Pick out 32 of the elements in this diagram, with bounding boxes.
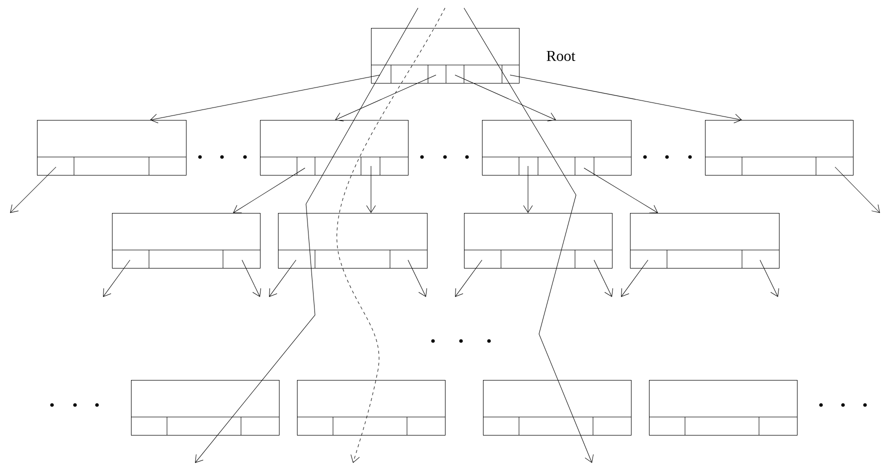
arrow	[523, 166, 533, 213]
arrow	[455, 260, 482, 297]
arrow	[408, 260, 428, 297]
arrow	[594, 260, 614, 297]
arrow	[242, 260, 262, 297]
node-caption: Root	[546, 51, 576, 61]
arrow	[10, 166, 56, 213]
arrow	[269, 260, 296, 297]
tree-node-box	[112, 213, 260, 268]
arrow	[621, 260, 648, 297]
tree-node-box	[630, 213, 780, 268]
tree-node-box	[482, 380, 632, 436]
arrow	[103, 260, 130, 297]
arrow	[760, 260, 780, 297]
tree-node-box	[278, 213, 428, 268]
tree-node-box	[482, 120, 632, 176]
tree-node-box	[704, 120, 854, 176]
arrow	[834, 166, 880, 213]
tree-node-box	[260, 120, 408, 176]
tree-node-box	[370, 28, 520, 84]
arrow	[510, 74, 742, 124]
arrow	[233, 168, 306, 214]
tree-node-box	[648, 380, 798, 436]
arrow	[454, 74, 556, 122]
arrow	[150, 74, 380, 124]
tree-node-box	[464, 213, 612, 268]
arrow	[335, 74, 436, 122]
tree-node-box	[130, 380, 280, 436]
arrow	[366, 166, 376, 213]
tree-node-box	[36, 120, 186, 176]
arrow	[584, 168, 658, 214]
tree-node-box	[296, 380, 446, 436]
